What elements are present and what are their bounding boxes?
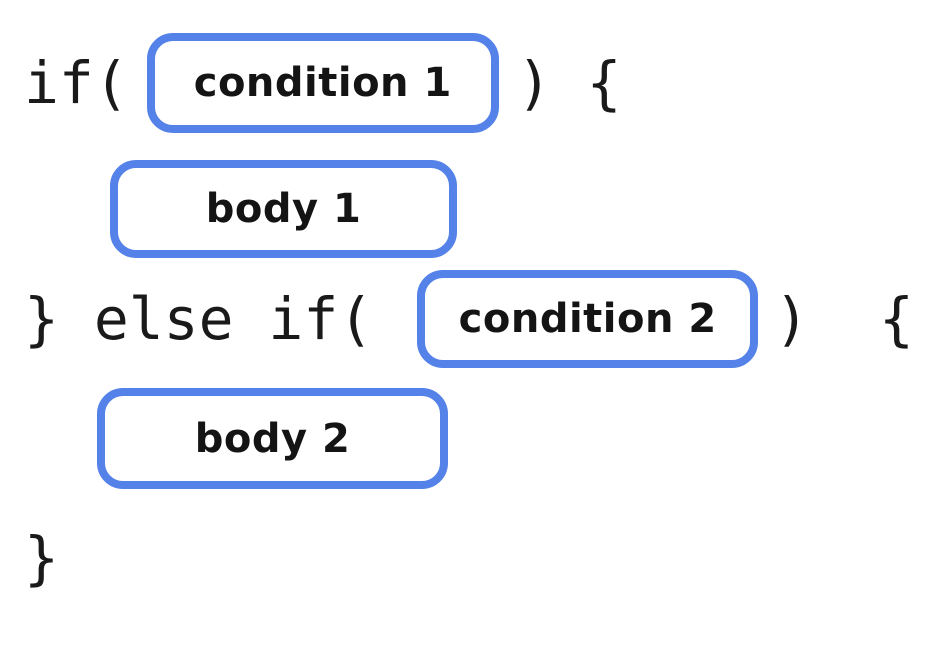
code-line-else-if: } else if( condition 2 ) {: [0, 270, 942, 368]
code-line-if: if( condition 1 ) {: [0, 33, 942, 133]
code-line-closing-brace: }: [0, 526, 942, 590]
body-2-slot[interactable]: body 2: [97, 388, 448, 489]
body-1-slot[interactable]: body 1: [110, 160, 457, 258]
code-line-body-2: body 2: [0, 388, 942, 489]
closing-brace-text: }: [24, 524, 59, 592]
condition-2-slot-label: condition 2: [458, 296, 717, 342]
code-text-if-open: if(: [24, 49, 129, 117]
code-line-body-1: body 1: [0, 160, 942, 258]
code-text-else-if-open: } else if(: [24, 285, 374, 353]
condition-1-slot-label: condition 1: [193, 60, 452, 106]
condition-2-slot[interactable]: condition 2: [417, 270, 759, 368]
code-text-else-if-close: ) {: [774, 285, 914, 353]
condition-1-slot[interactable]: condition 1: [146, 33, 499, 133]
body-2-slot-label: body 2: [194, 415, 351, 462]
body-1-slot-label: body 1: [205, 186, 362, 232]
code-text-if-close: ) {: [516, 49, 622, 117]
